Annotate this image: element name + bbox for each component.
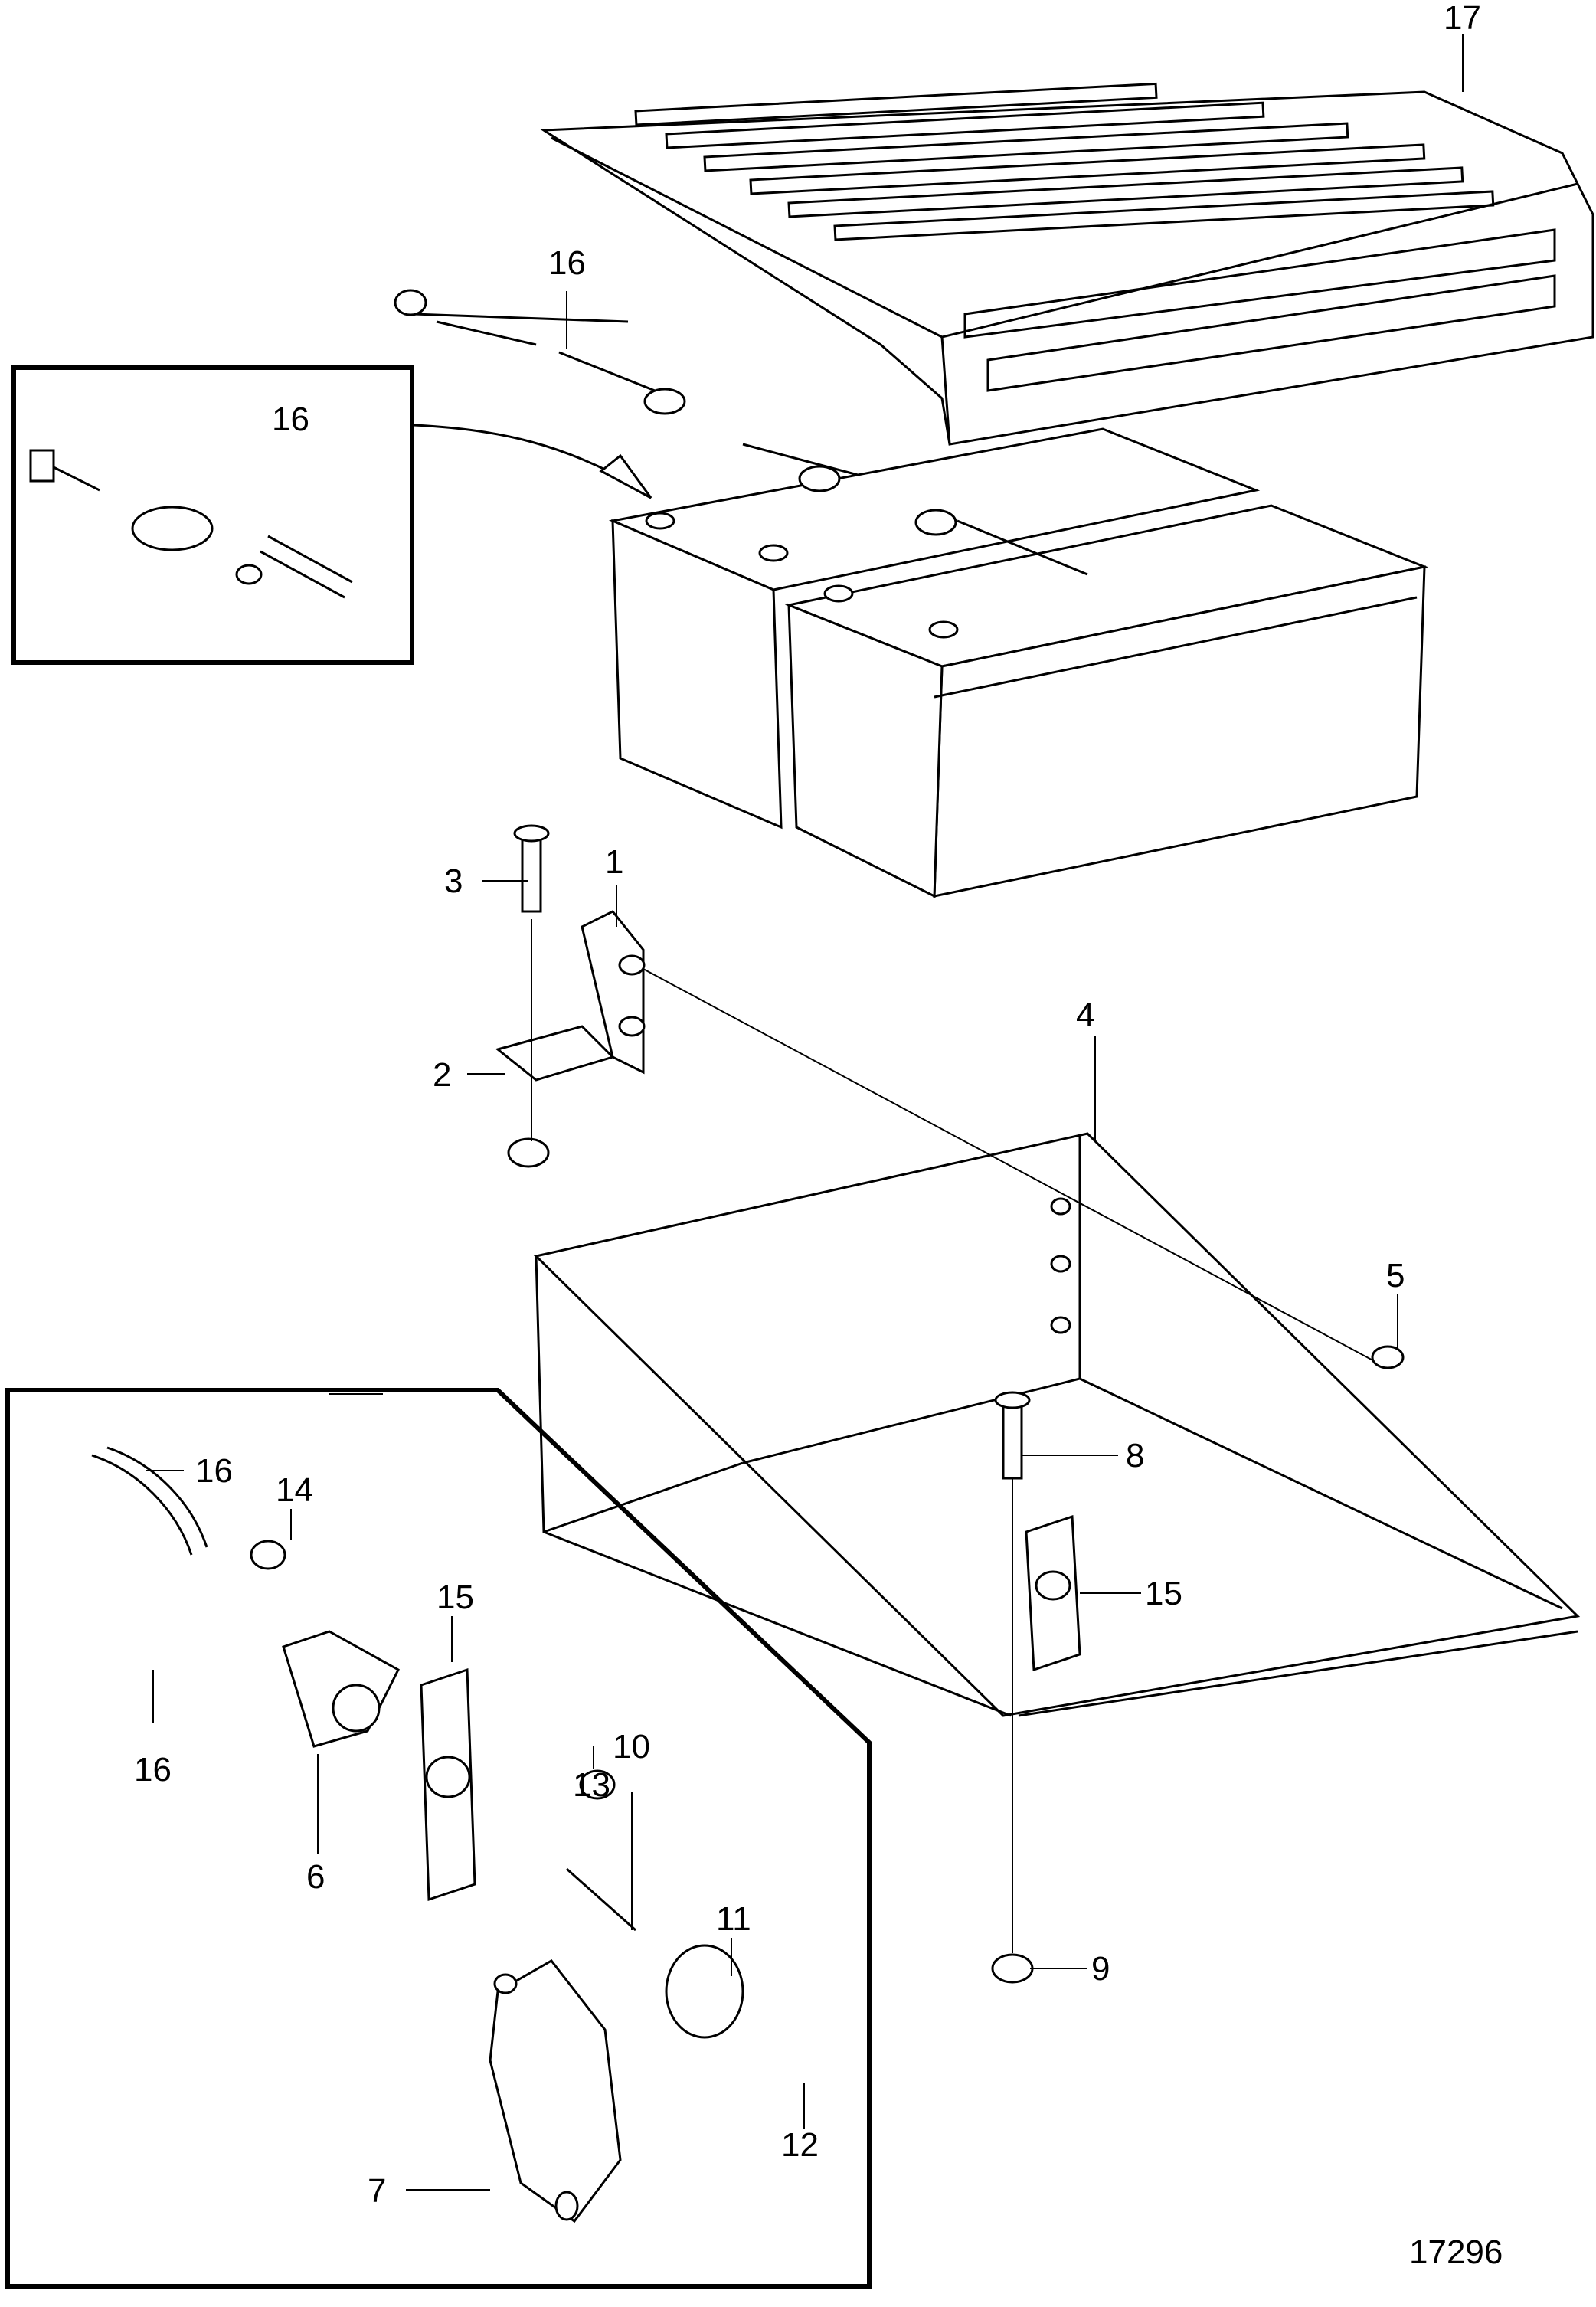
callout-14: 14: [276, 1471, 313, 1509]
battery-terminals: [645, 512, 959, 639]
bracket-assembly: [495, 824, 646, 1168]
callout-10: 10: [613, 1728, 650, 1765]
callout-1: 1: [605, 843, 623, 881]
callout-12: 12: [781, 2126, 819, 2164]
callout-16-inset-top: 16: [272, 401, 309, 438]
callout-9: 9: [1091, 1950, 1110, 1988]
battery-tray: [533, 968, 1581, 1717]
callout-7: 7: [368, 2172, 386, 2210]
pointer-arrow: [413, 424, 644, 492]
callout-3: 3: [444, 862, 463, 900]
figure-number: 17296: [1409, 2233, 1503, 2271]
leader-lines: [146, 34, 1464, 2191]
callout-2: 2: [433, 1056, 451, 1094]
callout-17: 17: [1444, 0, 1481, 37]
inset-switch-assembly: [5, 1388, 872, 2289]
screw-bracket-nut: [991, 1345, 1405, 1984]
callout-16-inset-bottom-upper: 16: [195, 1452, 233, 1490]
callout-5: 5: [1386, 1257, 1405, 1294]
callout-15-tray: 15: [1145, 1575, 1182, 1612]
callout-16-inset-bottom-lower: 16: [134, 1751, 172, 1788]
callout-15-inset: 15: [437, 1579, 474, 1616]
callout-11: 11: [716, 1900, 751, 1938]
pointer-arrowhead: [599, 453, 652, 499]
callout-4: 4: [1076, 996, 1094, 1034]
callout-8: 8: [1126, 1437, 1144, 1474]
callout-16-cable: 16: [548, 244, 586, 282]
inset-terminal-clamp: [11, 365, 414, 665]
battery-cables: [394, 289, 1088, 576]
callout-6: 6: [306, 1858, 325, 1896]
battery-cover: [540, 82, 1594, 446]
callout-13: 13: [573, 1766, 610, 1804]
